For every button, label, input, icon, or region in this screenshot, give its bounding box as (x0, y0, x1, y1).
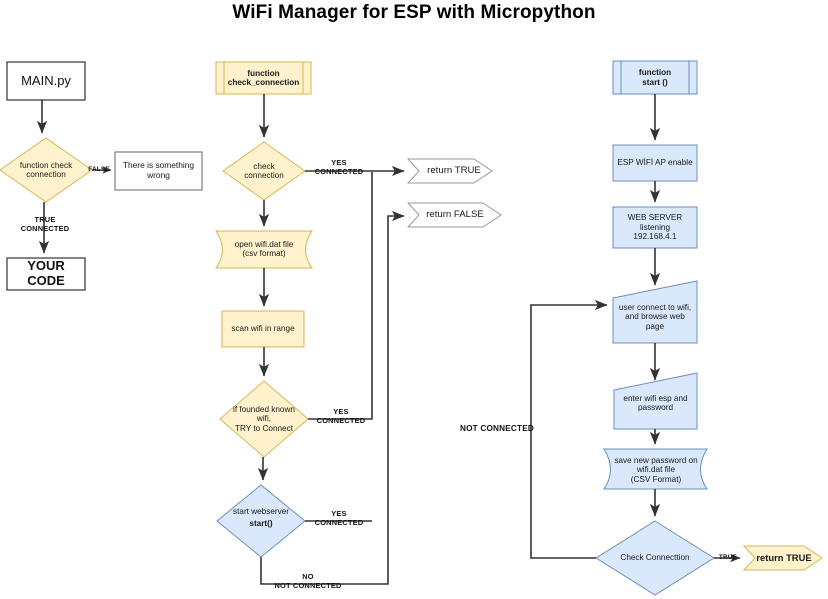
node-function-check-connection-header[interactable] (215, 61, 312, 95)
node-user-connect-to-wifi[interactable] (612, 280, 698, 344)
node-main-py[interactable] (6, 61, 86, 101)
node-save-new-password[interactable] (603, 448, 708, 490)
node-web-server-listening[interactable] (612, 206, 698, 249)
node-return-true-chevron[interactable] (406, 158, 493, 184)
edge-not-connected-loop (530, 299, 608, 559)
node-there-is-something-wrong[interactable] (114, 151, 203, 191)
node-esp-wifi-ap-enable[interactable] (612, 144, 698, 182)
node-open-wifi-dat-file[interactable] (215, 230, 313, 269)
node-function-start-header[interactable] (612, 60, 698, 95)
node-enter-wifi-esp-and-password[interactable] (613, 372, 698, 430)
node-check-connection-decision[interactable] (222, 141, 306, 201)
node-scan-wifi-in-range[interactable] (221, 310, 305, 348)
edge-webserver-no-not-connected (260, 210, 405, 585)
page-title: WiFi Manager for ESP with Micropython (232, 2, 596, 23)
edge-if-founded-yes-bus (308, 172, 373, 420)
node-return-false-chevron[interactable] (406, 202, 502, 228)
node-if-founded-known-wifi[interactable] (219, 380, 309, 458)
node-return-true-yellow-chevron[interactable] (742, 545, 823, 571)
node-your-code[interactable] (6, 257, 86, 291)
node-check-connecttion[interactable] (595, 520, 715, 596)
node-start-webserver[interactable] (216, 484, 306, 558)
node-function-check-connection[interactable] (0, 137, 93, 203)
